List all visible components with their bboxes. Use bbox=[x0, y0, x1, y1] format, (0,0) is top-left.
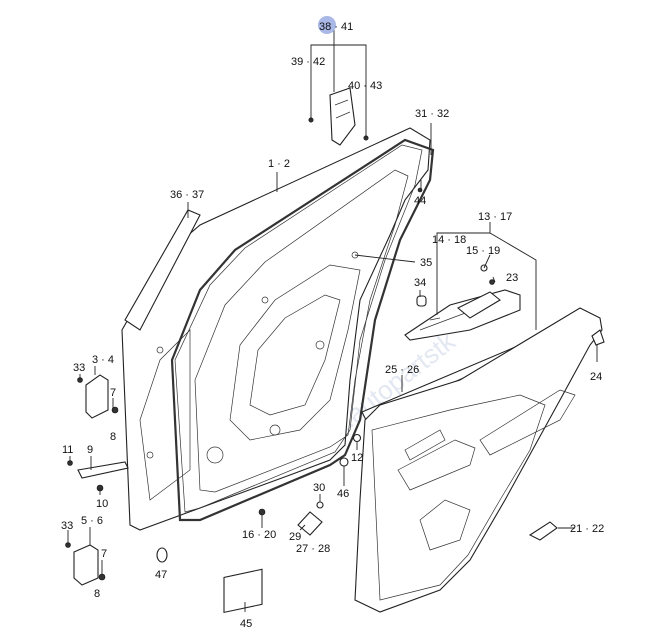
sheet-45 bbox=[223, 568, 263, 614]
label-1-2: 1 · 2 bbox=[268, 158, 290, 170]
grommet-34 bbox=[416, 295, 427, 307]
door-check bbox=[67, 460, 129, 492]
label-23: 23 bbox=[506, 272, 518, 284]
hinge-lower bbox=[65, 542, 106, 586]
screw-23 bbox=[489, 279, 495, 285]
label-8b: 8 bbox=[94, 588, 100, 600]
label-11: 11 bbox=[62, 444, 73, 456]
channel-insert bbox=[308, 87, 369, 146]
label-45: 45 bbox=[240, 618, 252, 630]
label-16-20: 16 · 20 bbox=[242, 529, 276, 541]
label-5-6: 5 · 6 bbox=[81, 515, 103, 527]
label-33a: 33 bbox=[73, 362, 85, 374]
weather-strip bbox=[170, 138, 435, 522]
label-15-19: 15 · 19 bbox=[466, 245, 500, 257]
label-7a: 7 bbox=[110, 387, 116, 399]
label-25-26: 25 · 26 bbox=[385, 364, 419, 376]
label-24: 24 bbox=[590, 371, 602, 383]
clip-46 bbox=[339, 457, 349, 467]
label-30: 30 bbox=[313, 482, 325, 494]
label-29: 29 bbox=[289, 531, 301, 543]
callout-labels: 38 · 41 39 · 42 40 · 43 31 · 32 1 · 2 36… bbox=[61, 21, 604, 630]
label-44: 44 bbox=[414, 195, 426, 207]
label-21-22: 21 · 22 bbox=[570, 523, 604, 535]
label-8a: 8 bbox=[110, 431, 116, 443]
plug-47 bbox=[156, 547, 168, 563]
label-9: 9 bbox=[87, 444, 93, 456]
label-38-41: 38 · 41 bbox=[319, 21, 353, 33]
switch-panel bbox=[457, 291, 501, 319]
highlight-38 bbox=[318, 16, 336, 34]
label-39-42: 39 · 42 bbox=[291, 56, 325, 68]
reflector-21 bbox=[528, 521, 558, 541]
label-3-4: 3 · 4 bbox=[92, 354, 114, 366]
label-14-18: 14 · 18 bbox=[432, 234, 466, 246]
label-33b: 33 bbox=[61, 520, 73, 532]
label-40-43: 40 · 43 bbox=[348, 80, 382, 92]
clip-24 bbox=[591, 329, 605, 346]
bracket-29 bbox=[297, 511, 323, 536]
label-36-37: 36 · 37 bbox=[170, 189, 204, 201]
label-35: 35 bbox=[420, 257, 432, 269]
clip-12 bbox=[352, 433, 362, 443]
label-47: 47 bbox=[155, 569, 167, 581]
pillar-garnish bbox=[124, 209, 201, 331]
door-trim-panel bbox=[354, 307, 603, 613]
clip-30 bbox=[316, 501, 324, 509]
leader-lines bbox=[67, 27, 598, 612]
label-7b: 7 bbox=[101, 548, 107, 560]
clip-16 bbox=[258, 508, 266, 516]
label-46: 46 bbox=[337, 488, 349, 500]
label-34: 34 bbox=[414, 277, 426, 289]
label-12: 12 bbox=[351, 452, 363, 464]
label-31-32: 31 · 32 bbox=[415, 108, 449, 120]
label-10: 10 bbox=[96, 498, 108, 510]
label-13-17: 13 · 17 bbox=[478, 211, 512, 223]
label-27-28: 27 · 28 bbox=[296, 543, 330, 555]
